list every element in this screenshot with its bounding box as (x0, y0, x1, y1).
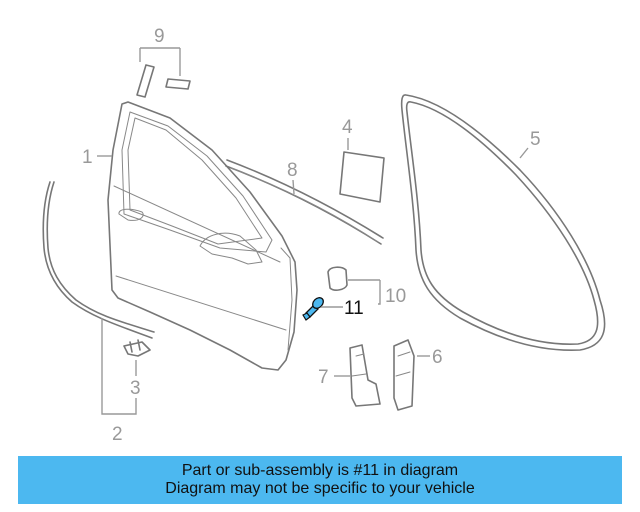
part-5-opening-weatherstrip (400, 94, 606, 352)
leader-lines (97, 47, 529, 415)
callout-11: 11 (344, 298, 364, 319)
part-8-belt-molding (225, 159, 384, 245)
callout-10: 10 (385, 286, 406, 307)
callout-5: 5 (530, 129, 541, 150)
info-banner: Part or sub-assembly is #11 in diagram D… (18, 456, 622, 504)
part-1-door-shell (107, 101, 298, 371)
part-9-trim-strips (136, 64, 191, 98)
part-7-bracket (349, 344, 381, 407)
callout-7: 7 (318, 367, 329, 388)
callout-1: 1 (82, 147, 93, 168)
part-2-weatherstrip (42, 181, 155, 339)
callout-2: 2 (112, 424, 123, 445)
callout-8: 8 (287, 160, 298, 181)
part-6-bracket (393, 339, 415, 411)
callout-6: 6 (432, 347, 443, 368)
callout-9: 9 (154, 26, 165, 47)
callout-3: 3 (130, 378, 141, 399)
part-4-pad (339, 151, 385, 203)
part-11-bolt (302, 297, 324, 321)
banner-line-1: Part or sub-assembly is #11 in diagram (181, 462, 459, 479)
part-3-clip (123, 339, 151, 357)
part-10-bumper (327, 266, 348, 291)
callout-labels: 9 1 4 5 8 10 11 6 7 3 2 (82, 26, 541, 445)
callout-4: 4 (342, 117, 353, 138)
banner-line-2: Diagram may not be specific to your vehi… (165, 480, 475, 497)
